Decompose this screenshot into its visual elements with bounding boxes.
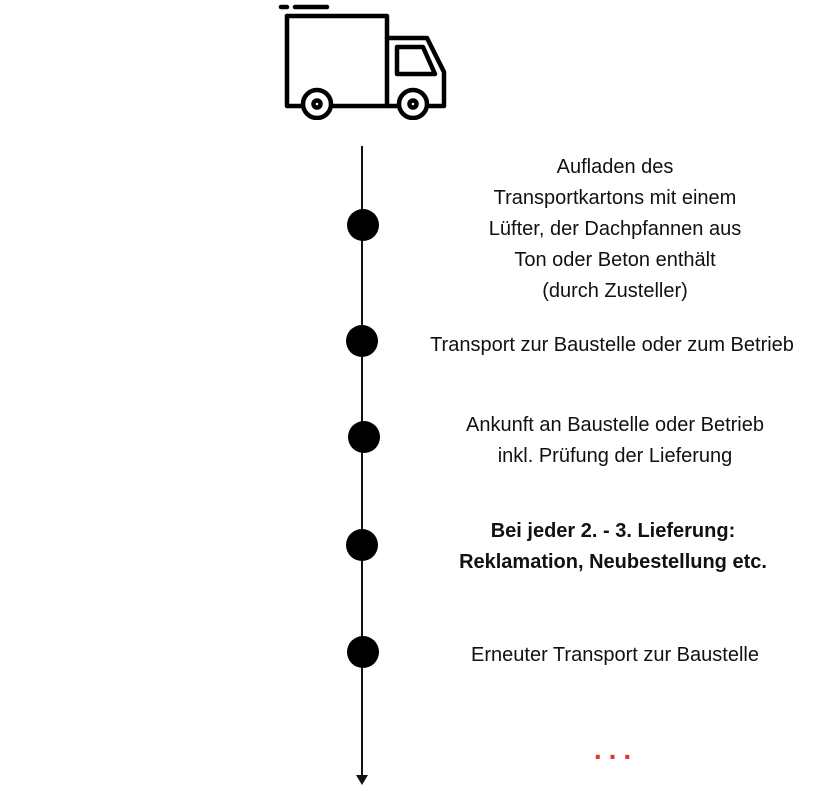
continuation-ellipsis: ... [593,734,639,765]
timeline-dot [347,209,379,241]
step-text: Aufladen des Transportkartons mit einem … [488,156,742,302]
timeline-line [361,146,363,778]
step-text: Bei jeder 2. - 3. Lieferung: Reklamation… [459,520,767,573]
timeline-dot [347,636,379,668]
timeline-arrowhead [356,775,368,785]
delivery-truck-icon [278,4,447,120]
step-text: Erneuter Transport zur Baustelle [471,644,759,666]
step-text: Ankunft an Baustelle oder Betrieb inkl. … [466,414,764,467]
timeline-dot [348,421,380,453]
timeline-dot [346,325,378,357]
step-text: Transport zur Baustelle oder zum Betrieb [430,334,794,356]
timeline-dot [346,529,378,561]
